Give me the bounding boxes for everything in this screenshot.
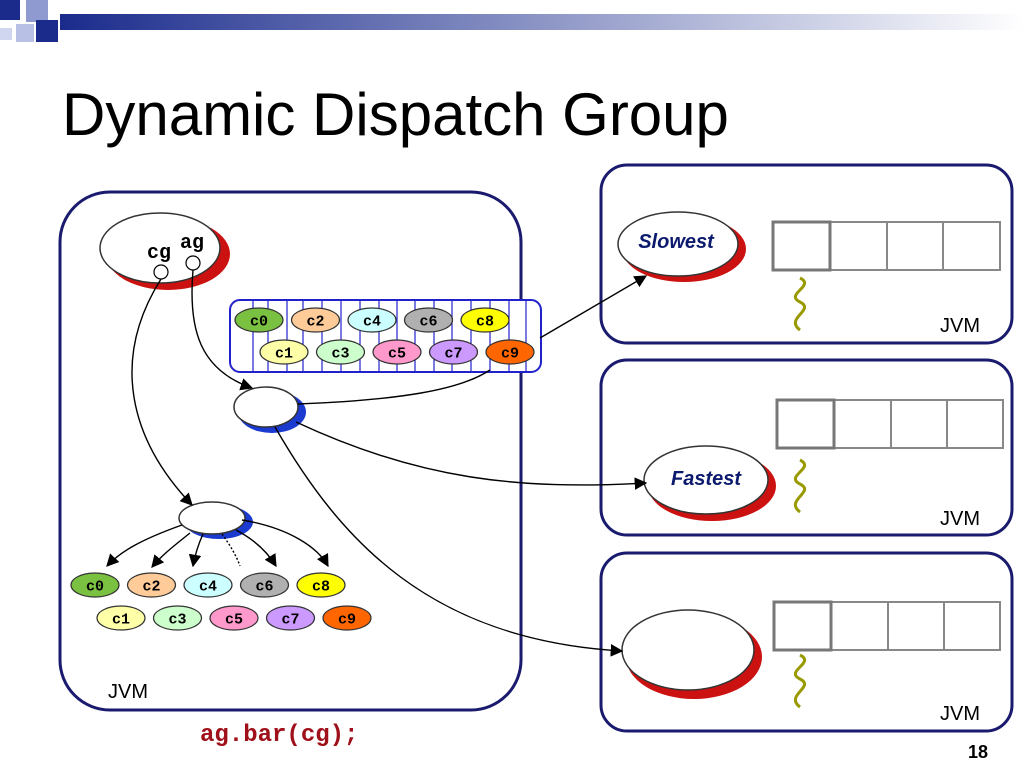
queue-2	[775, 398, 1004, 450]
chunk-label-c2: c2	[306, 313, 324, 330]
remote-node-label-fastest: Fastest	[671, 468, 742, 490]
remote-node-3	[621, 609, 762, 699]
chunk-c5	[372, 339, 422, 365]
chunk-label-c7: c7	[281, 611, 299, 628]
chunk-group-upper: c0 c2 c4 c6 c8 c1 c3 c5 c7 c9	[234, 307, 535, 365]
queue-3	[772, 600, 1001, 652]
page-number: 18	[968, 742, 989, 762]
chunk-label-c1: c1	[275, 345, 293, 362]
arrow-group-to-c2	[151, 532, 191, 568]
chunk-c5	[209, 605, 259, 631]
chunk-label-c0: c0	[86, 578, 104, 595]
chunk-label-c3: c3	[168, 611, 186, 628]
chunk-c4	[347, 307, 397, 333]
chunk-c4	[183, 572, 233, 598]
chunk-group-lower: c0 c2 c4 c6 c8 c1 c3 c5 c7 c9	[70, 572, 372, 631]
chunk-c9	[485, 339, 535, 365]
arrow-cg-to-group	[131, 278, 193, 506]
arrow-dispatch-to-slowest	[297, 276, 646, 405]
chunk-c3	[315, 339, 366, 365]
remote-node-fastest: Fastest	[643, 445, 776, 521]
chunk-label-c1: c1	[112, 611, 130, 628]
dispatch-node	[233, 386, 306, 433]
chunk-c9	[322, 605, 372, 631]
remote-node-label-slowest: Slowest	[638, 231, 715, 253]
chunk-label-c5: c5	[388, 345, 406, 362]
chunk-c1	[96, 605, 146, 631]
chunk-label-c3: c3	[331, 345, 349, 362]
chunk-c7	[428, 339, 479, 365]
chunk-c3	[152, 605, 203, 631]
chunk-label-c4: c4	[363, 313, 381, 330]
chunk-label-c4: c4	[199, 578, 217, 595]
remote-node-slowest: Slowest	[617, 211, 746, 282]
main-jvm-label: JVM	[108, 681, 148, 703]
thread-icon-2	[793, 458, 807, 514]
chunk-label-c9: c9	[501, 345, 519, 362]
chunk-label-c8: c8	[476, 313, 494, 330]
arrow-group-to-c4	[188, 533, 204, 568]
chunk-c6	[239, 572, 290, 598]
cg-label: cg	[147, 242, 171, 265]
chunk-label-c9: c9	[338, 611, 356, 628]
chunk-c1	[259, 339, 309, 365]
chunk-label-c2: c2	[142, 578, 160, 595]
remote-jvm-label-1: JVM	[940, 315, 980, 337]
arrow-ag-to-dispatch	[191, 269, 254, 391]
chunk-label-c7: c7	[444, 345, 462, 362]
thread-icon-3	[793, 653, 807, 709]
thread-icon-1	[793, 276, 807, 332]
chunk-label-c6: c6	[255, 578, 273, 595]
chunk-label-c5: c5	[225, 611, 243, 628]
chunk-c2	[290, 307, 341, 333]
chunk-label-c0: c0	[250, 313, 268, 330]
chunk-label-c8: c8	[312, 578, 330, 595]
remote-jvm-label-2: JVM	[940, 508, 980, 530]
arrow-group-to-c6	[235, 529, 277, 568]
arrow-dispatch-to-fastest	[295, 421, 648, 490]
chunk-c2	[126, 572, 177, 598]
remote-jvm-label-3: JVM	[940, 703, 980, 725]
ag-label: ag	[180, 232, 204, 255]
chunk-label-c6: c6	[419, 313, 437, 330]
chunk-c6	[403, 307, 454, 333]
code-snippet: ag.bar(cg);	[200, 722, 359, 749]
arrows	[106, 269, 648, 657]
header-decoration	[0, 0, 1024, 42]
arrow-group-to-c8	[241, 519, 329, 568]
chunk-c0	[70, 572, 120, 598]
caller-object: cg ag	[99, 212, 230, 290]
chunk-c8	[296, 572, 346, 598]
slide-title: Dynamic Dispatch Group	[62, 81, 729, 148]
chunk-c7	[265, 605, 316, 631]
chunk-c0	[234, 307, 284, 333]
arrow-group-to-c6-dotted	[221, 533, 241, 567]
queue-1	[771, 220, 1001, 272]
arrow-dispatch-to-third	[274, 426, 624, 657]
chunk-c8	[460, 307, 510, 333]
arrow-group-to-c0	[106, 524, 183, 567]
